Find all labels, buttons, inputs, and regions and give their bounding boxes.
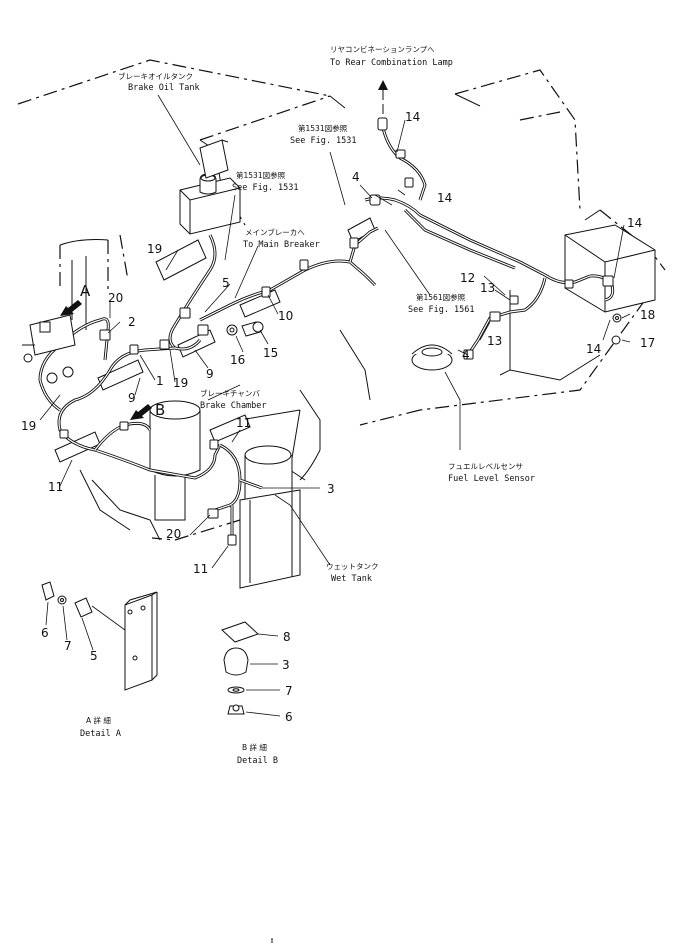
part-number: 14 xyxy=(586,342,601,356)
label-see1561-en: See Fig. 1561 xyxy=(408,305,475,315)
callout-rear-lamp: リヤコンビネーションランプへ To Rear Combination Lamp xyxy=(330,45,453,68)
label-rear-lamp-jp: リヤコンビネーションランプへ xyxy=(330,45,435,54)
part-number: 7 xyxy=(285,684,293,698)
part-number: 4 xyxy=(462,348,470,362)
label-see1531a-jp: 第1531図参照 xyxy=(298,123,348,133)
label-brake-oil-tank-en: Brake Oil Tank xyxy=(128,83,200,93)
part-number: 11 xyxy=(193,562,208,576)
leader-lines xyxy=(39,94,631,569)
label-wet-tank-en: Wet Tank xyxy=(331,574,372,584)
harness-clips xyxy=(54,217,376,463)
part-numbers: 1 2 3 3 4 4 5 5 6 6 7 7 8 9 9 10 11 11 1… xyxy=(21,110,655,724)
part-number: 15 xyxy=(263,346,278,360)
connectors xyxy=(22,117,622,546)
callout-wet-tank: ウェットタンク Wet Tank xyxy=(326,562,379,584)
caption-detail-b: B 詳 細 Detail B xyxy=(237,742,278,766)
part-number: 9 xyxy=(128,391,136,405)
label-see1531b-en: See Fig. 1531 xyxy=(232,183,299,193)
label-main-breaker-en: To Main Breaker xyxy=(243,240,320,250)
part-number: 13 xyxy=(480,281,495,295)
label-detail-b-jp: B 詳 細 xyxy=(242,742,267,752)
part-number: 19 xyxy=(147,242,162,256)
part-number: 6 xyxy=(285,710,293,724)
label-brake-chamber-en: Brake Chamber xyxy=(200,401,267,411)
callout-see-fig-1531-left: 第1531図参照 See Fig. 1531 xyxy=(232,170,299,193)
part-number: 5 xyxy=(222,276,230,290)
label-see1561-jp: 第1561図参照 xyxy=(416,292,466,302)
part-number: 17 xyxy=(640,336,655,350)
brake-chamber xyxy=(149,400,201,521)
label-fuel-sensor-jp: フュエルレベルセンサ xyxy=(448,462,523,471)
part-number: 11 xyxy=(48,480,63,494)
fuel-level-sensor xyxy=(411,344,453,371)
part-number: 18 xyxy=(640,308,655,322)
part-number: 11 xyxy=(236,416,251,430)
part-number: 6 xyxy=(41,626,49,640)
part-number: 14 xyxy=(627,216,642,230)
marker-a: A xyxy=(80,282,91,300)
part-number: 19 xyxy=(173,376,188,390)
label-brake-chamber-jp: ブレーキチャンバ xyxy=(200,388,260,398)
label-detail-b-en: Detail B xyxy=(237,756,278,766)
part-number: 16 xyxy=(230,353,245,367)
part-number: 13 xyxy=(487,334,502,348)
part-number: 7 xyxy=(64,639,72,653)
label-see1531b-jp: 第1531図参照 xyxy=(236,170,286,180)
part-number: 5 xyxy=(90,649,98,663)
callout-see-fig-1561: 第1561図参照 See Fig. 1561 xyxy=(408,292,475,315)
marker-b: B xyxy=(155,401,165,419)
part-number: 20 xyxy=(166,527,181,541)
part-number: 10 xyxy=(278,309,293,323)
part-number: 3 xyxy=(327,482,335,496)
label-see1531a-en: See Fig. 1531 xyxy=(290,136,357,146)
label-main-breaker-jp: メインブレーカへ xyxy=(245,227,305,237)
callout-main-breaker: メインブレーカへ To Main Breaker xyxy=(243,227,320,250)
caption-detail-a: A 詳 細 Detail A xyxy=(80,715,121,739)
view-arrows xyxy=(60,300,152,420)
part-number: 1 xyxy=(156,374,164,388)
callout-brake-chamber: ブレーキチャンバ Brake Chamber xyxy=(200,388,267,411)
part-number: 14 xyxy=(437,191,452,205)
part-number: 19 xyxy=(21,419,36,433)
label-detail-a-jp: A 詳 細 xyxy=(86,715,111,725)
label-wet-tank-jp: ウェットタンク xyxy=(326,562,379,571)
label-detail-a-en: Detail A xyxy=(80,729,121,739)
label-brake-oil-tank-jp: ブレーキオイルタンク xyxy=(118,71,193,81)
callout-brake-oil-tank: ブレーキオイルタンク Brake Oil Tank xyxy=(118,71,200,93)
callout-see-fig-1531-top: 第1531図参照 See Fig. 1531 xyxy=(290,123,357,146)
wet-tank xyxy=(239,445,301,589)
callout-fuel-level-sensor: フュエルレベルセンサ Fuel Level Sensor xyxy=(448,462,535,484)
chassis-structure xyxy=(59,93,656,541)
label-fuel-sensor-en: Fuel Level Sensor xyxy=(448,474,535,484)
part-number: 3 xyxy=(282,658,290,672)
part-number: 12 xyxy=(460,271,475,285)
detail-a-drawing xyxy=(41,581,158,691)
brake-oil-tank xyxy=(179,139,241,235)
part-number: 8 xyxy=(283,630,291,644)
part-number: 14 xyxy=(405,110,420,124)
part-number: 20 xyxy=(108,291,123,305)
part-number: 9 xyxy=(206,367,214,381)
lamp-arrow xyxy=(378,80,388,114)
part-number: 4 xyxy=(352,170,360,184)
part-number: 2 xyxy=(128,315,136,329)
detail-b-drawing xyxy=(221,621,281,717)
label-rear-lamp-en: To Rear Combination Lamp xyxy=(330,58,453,68)
